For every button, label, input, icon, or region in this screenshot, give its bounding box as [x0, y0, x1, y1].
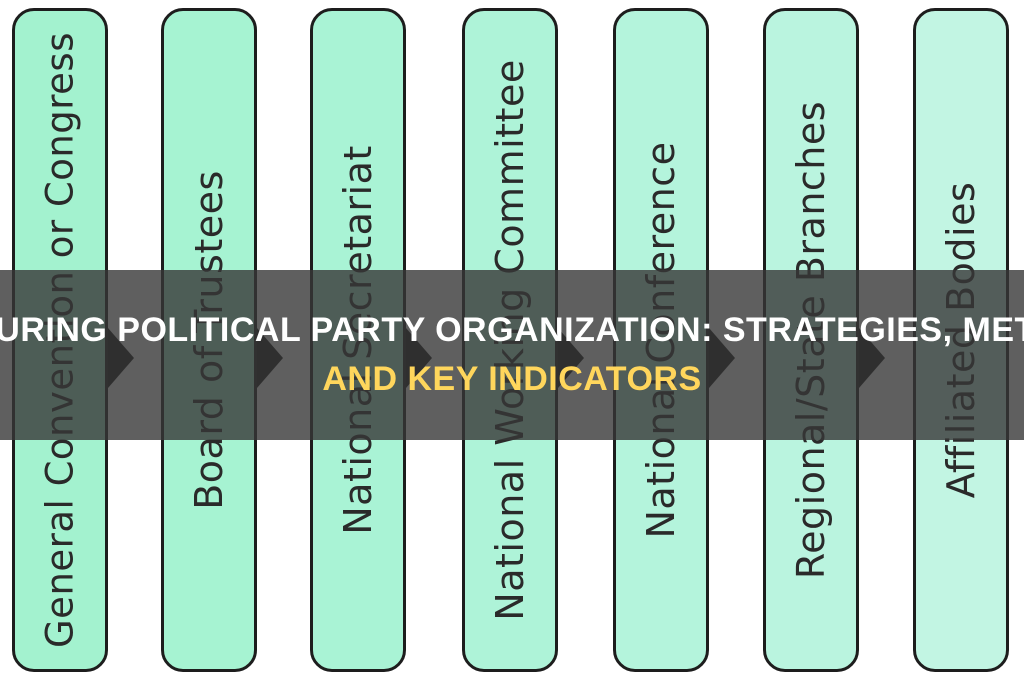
page-title-line-2: AND KEY INDICATORS	[322, 360, 702, 398]
title-banner: MEASURING POLITICAL PARTY ORGANIZATION: …	[0, 270, 1024, 440]
page-title-line-1: MEASURING POLITICAL PARTY ORGANIZATION: …	[0, 310, 1024, 349]
